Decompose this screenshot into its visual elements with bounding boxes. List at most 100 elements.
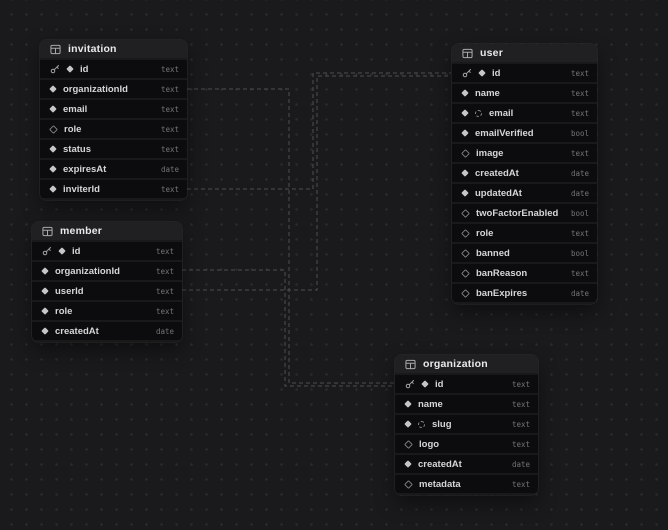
field-name: role: [55, 305, 73, 317]
field-name: banReason: [476, 267, 528, 279]
field-type: date: [570, 288, 589, 298]
field-type: date: [155, 326, 174, 336]
field-row-invitation-expiresAt[interactable]: expiresAt date: [40, 160, 187, 178]
table-header-member[interactable]: member: [32, 222, 182, 240]
relation-invitation.inviterId-to-user.id[interactable]: [187, 72, 451, 190]
field-type: bool: [570, 128, 589, 138]
field-name: image: [476, 147, 504, 159]
relation-member.userId-to-user.id[interactable]: [182, 75, 451, 291]
not-null-diamond-icon: [49, 145, 57, 153]
field-name: role: [476, 227, 494, 239]
field-row-user-role[interactable]: role text: [452, 224, 597, 242]
nullable-diamond-icon: [461, 148, 470, 158]
field-type: date: [570, 168, 589, 178]
primary-key-icon: [42, 246, 52, 256]
field-type: text: [570, 228, 589, 238]
field-type: date: [160, 164, 179, 174]
relation-invitation.organizationId-to-organization.id[interactable]: [187, 88, 394, 384]
field-name: email: [489, 107, 514, 119]
field-type: text: [160, 144, 179, 154]
not-null-diamond-icon: [49, 85, 57, 93]
field-name: email: [63, 103, 88, 115]
field-type: date: [570, 188, 589, 198]
field-type: text: [511, 379, 530, 389]
field-name: twoFactorEnabled: [476, 207, 559, 219]
field-type: bool: [570, 248, 589, 258]
field-type: text: [160, 64, 179, 74]
nullable-diamond-icon: [461, 288, 470, 298]
field-name: updatedAt: [475, 187, 522, 199]
relation-member.organizationId-to-organization.id[interactable]: [182, 269, 394, 387]
field-type: text: [511, 399, 530, 409]
table-icon: [462, 48, 473, 59]
not-null-diamond-icon: [41, 327, 49, 335]
field-type: text: [155, 306, 174, 316]
not-null-diamond-icon: [49, 105, 57, 113]
field-row-user-banReason[interactable]: banReason text: [452, 264, 597, 282]
table-header-organization[interactable]: organization: [395, 355, 538, 373]
field-name: organizationId: [55, 265, 120, 277]
not-null-diamond-icon: [461, 89, 469, 97]
not-null-diamond-icon: [41, 267, 49, 275]
not-null-diamond-icon: [41, 307, 49, 315]
not-null-diamond-icon: [41, 287, 49, 295]
primary-key-icon: [405, 379, 415, 389]
field-name: expiresAt: [63, 163, 107, 175]
not-null-diamond-icon: [58, 247, 66, 255]
field-row-user-updatedAt[interactable]: updatedAt date: [452, 184, 597, 202]
field-row-member-role[interactable]: role text: [32, 302, 182, 320]
table-title: invitation: [68, 43, 117, 55]
table-title: member: [60, 225, 103, 237]
field-name: createdAt: [475, 167, 519, 179]
not-null-diamond-icon: [404, 420, 412, 428]
field-name: name: [475, 87, 500, 99]
field-type: text: [570, 268, 589, 278]
not-null-diamond-icon: [49, 185, 57, 193]
field-name: inviterId: [63, 183, 100, 195]
field-name: id: [72, 245, 81, 257]
field-type: text: [511, 439, 530, 449]
nullable-diamond-icon: [461, 208, 470, 218]
unique-index-icon: [475, 109, 482, 117]
table-header-user[interactable]: user: [452, 44, 597, 62]
nullable-diamond-icon: [461, 268, 470, 278]
primary-key-icon: [462, 68, 472, 78]
field-name: slug: [432, 418, 452, 430]
field-name: createdAt: [418, 458, 462, 470]
field-type: text: [160, 124, 179, 134]
table-header-invitation[interactable]: invitation: [40, 40, 187, 58]
table-icon: [405, 359, 416, 370]
field-row-user-createdAt[interactable]: createdAt date: [452, 164, 597, 182]
nullable-diamond-icon: [404, 479, 413, 489]
